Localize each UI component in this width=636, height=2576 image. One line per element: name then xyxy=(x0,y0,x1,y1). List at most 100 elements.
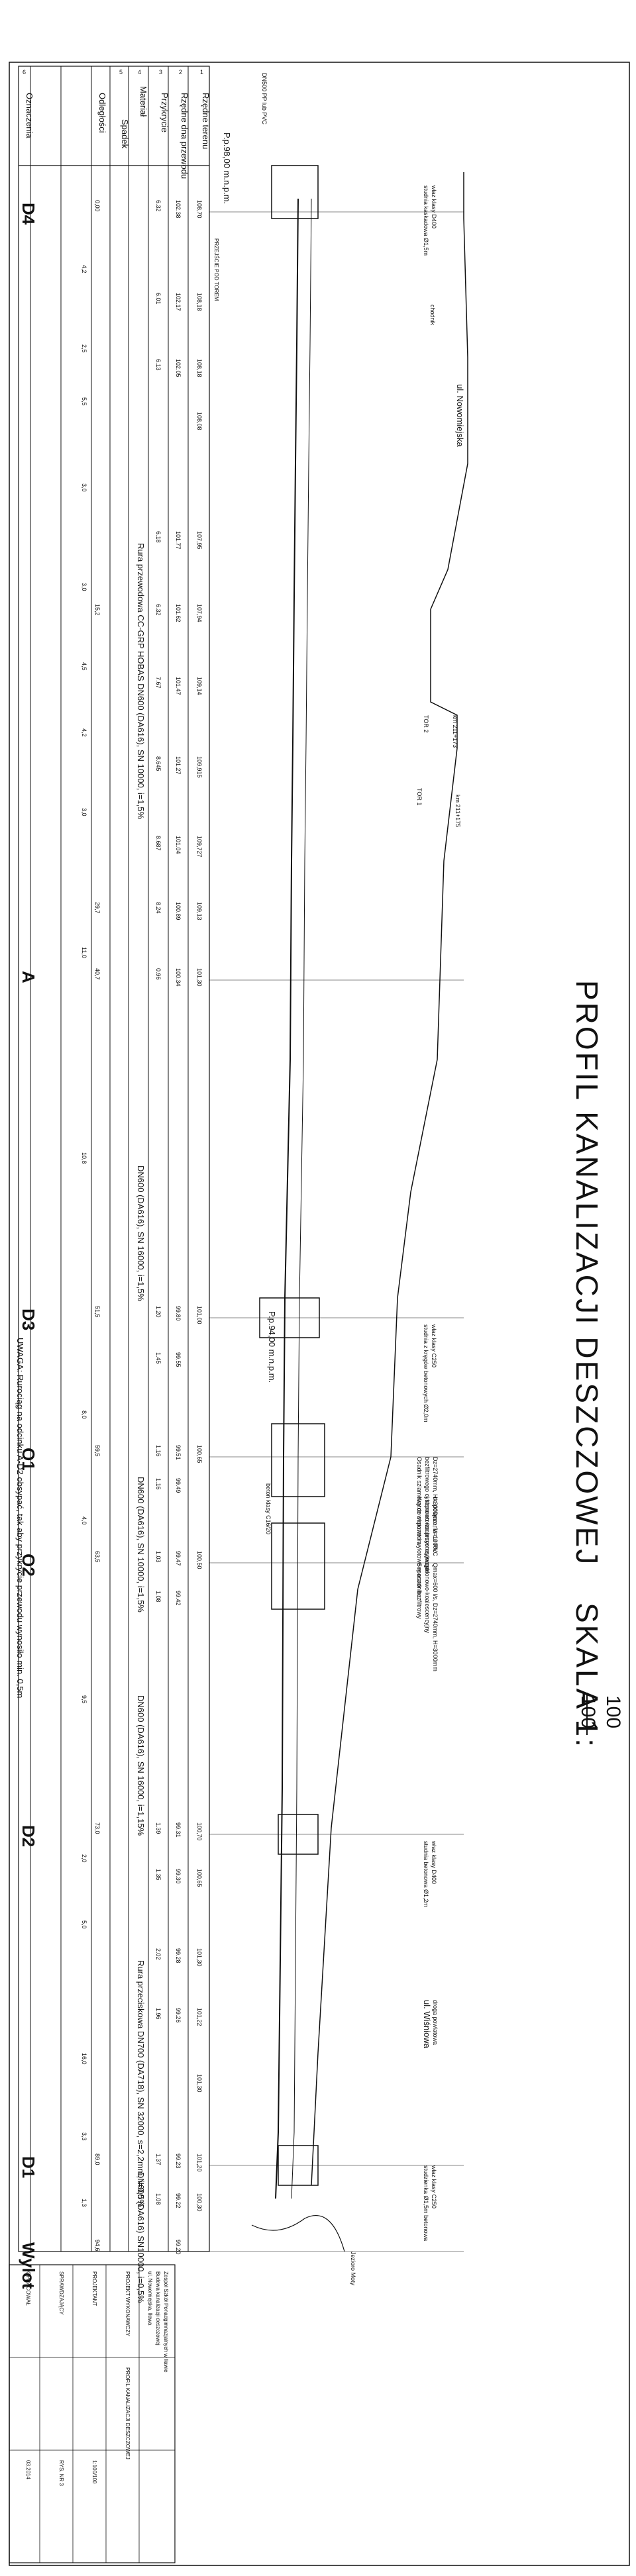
station-cover: 6.32 xyxy=(155,604,162,616)
station-terrain: 109,915 xyxy=(196,756,203,778)
station-pipe: 99.42 xyxy=(175,1591,182,1606)
station-pipe: 101.62 xyxy=(175,604,182,622)
station-cover: 1.08 xyxy=(155,1591,162,1603)
annotation-separator-2: Separator bezfiltrowy xyxy=(416,1563,423,1619)
station-pipe: 99.31 xyxy=(175,1822,182,1838)
station-terrain: 100,30 xyxy=(196,2193,203,2212)
station-terrain: 107,95 xyxy=(196,531,203,550)
length-label: 3,0 xyxy=(81,808,87,817)
station-terrain: 101,20 xyxy=(196,2154,203,2172)
title-group: PROFIL KANALIZACJI DESZCZOWEJ SKALA 1: 1… xyxy=(570,980,624,1749)
station-cover: 1.16 xyxy=(155,1478,162,1490)
station-terrain: 100,70 xyxy=(196,1822,203,1841)
station-dist: 15,2 xyxy=(94,604,101,616)
tb-drawing: PROFIL KANALIZACJI DESZCZOWEJ xyxy=(125,2367,131,2459)
annotation-d1-well-class: właz klasy C250 xyxy=(431,2165,437,2208)
station-dist: 40,7 xyxy=(94,968,101,980)
row-label-marks: Oznaczenia xyxy=(25,93,34,138)
datum-label: P.p.98,00 m.n.p.m. xyxy=(222,132,232,204)
row-number: 6 xyxy=(23,69,26,75)
station-pipe: 101.47 xyxy=(175,677,182,695)
pipe-line xyxy=(275,198,299,2199)
row-number: 5 xyxy=(119,69,123,75)
annotation-d2-well: studnia betonowa Ø1,2m xyxy=(423,1841,429,1907)
station-terrain: 108,70 xyxy=(196,200,203,219)
annotation-street-2b: droga powiatowa xyxy=(432,2000,439,2045)
tb-role-1: PROJEKTANT xyxy=(91,2271,97,2306)
station-mark: O1 xyxy=(19,1448,38,1471)
station-pipe: 100.34 xyxy=(175,968,182,987)
row-labels: 1 2 3 4 5 6 Rzędne terenu Rzędne dna prz… xyxy=(23,69,277,1383)
segment-label: DN600 (DA616), SN 16000, i=1,15% xyxy=(136,1695,146,1836)
station-cover: 1.35 xyxy=(155,1869,162,1881)
row-label-material: Materiał xyxy=(138,86,148,117)
length-label: 4,2 xyxy=(81,728,87,737)
station-terrain: 109,13 xyxy=(196,902,203,920)
length-label: 2,0 xyxy=(81,1854,87,1863)
length-label: 4,5 xyxy=(81,662,87,671)
title-block: Zespół Szkół Ponadgimnazjalnych w Iławie… xyxy=(9,2264,176,2563)
annotation-separator-1c: Dz=2740mm, H=3000mm, V=1000L xyxy=(432,1457,439,1552)
tb-role-3: OPRACOWAŁ xyxy=(25,2271,31,2306)
station-pipe: 102.17 xyxy=(175,293,182,311)
station-dist: 73,0 xyxy=(94,1822,101,1834)
annotation-trench: PRZEJŚCIE POD TOREM xyxy=(213,238,219,301)
drawing-title: PROFIL KANALIZACJI DESZCZOWEJ xyxy=(570,980,604,1566)
annotation-concrete: beton klasy C16/20 xyxy=(265,1483,272,1534)
segment-labels: Rura przewodowa CC-GRP HOBAS DN600 (DA61… xyxy=(136,543,146,2303)
separator-o2 xyxy=(271,1522,325,1610)
annotation-d3-well-class: właz klasy C250 xyxy=(431,1324,437,1367)
tb-project-sub: Budowa kanalizacji deszczowej xyxy=(155,2271,161,2346)
data-table xyxy=(18,66,210,2252)
station-values: 108,70102.386.320,00D4108,18102.176.0110… xyxy=(19,200,203,2289)
station-dist: 63,5 xyxy=(94,1551,101,1563)
row-number: 1 xyxy=(200,69,203,75)
annotation-pvc: DN500 PP lub PVC xyxy=(261,73,268,124)
station-cover: 8.24 xyxy=(155,902,162,914)
station-cover: 1.96 xyxy=(155,2008,162,2020)
row-label-pipe: Rzędne dna przewodu xyxy=(180,93,189,179)
station-terrain: 101,30 xyxy=(196,2074,203,2093)
annotation-krata-3: do połączenia rur PVC xyxy=(432,1497,439,1557)
station-terrain: 101,22 xyxy=(196,2008,203,2026)
station-terrain: 107,94 xyxy=(196,604,203,622)
station-dist: 94,6 xyxy=(94,2240,101,2252)
tb-sheet: RYS. NR 3 xyxy=(58,2460,64,2487)
tb-stage: PROJEKT WYKONAWCZY xyxy=(125,2271,131,2336)
annotation-d4-well-class: właz klasy D400 xyxy=(431,185,437,228)
sheet-frame xyxy=(9,62,630,2566)
segment-label: Rura przeciskowa DN700 (DA718), SN 32000… xyxy=(136,1960,146,2207)
row-label-terrain: Rzędne terenu xyxy=(201,93,211,149)
annotation-street-2: ul. Wiśniowa xyxy=(422,2000,432,2049)
length-label: 11,0 xyxy=(81,947,87,958)
scale-numerator: 100 xyxy=(577,1695,599,1728)
well-d4 xyxy=(271,165,319,219)
station-cover: 6.32 xyxy=(155,200,162,212)
station-terrain: 100,65 xyxy=(196,1445,203,1463)
row-number: 4 xyxy=(138,69,141,75)
datum-label-2: P.p.94,00 m.n.p.m. xyxy=(267,1311,277,1383)
annotation-d4-well: studnia kaskadowa Ø1,5m xyxy=(423,185,429,256)
station-pipe: 99.49 xyxy=(175,1478,182,1493)
station-cover: 2.02 xyxy=(155,1948,162,1960)
station-terrain: 108,08 xyxy=(196,412,203,430)
length-label: 10,8 xyxy=(81,1152,87,1164)
tb-address: ul. Nowomiejska, Iława xyxy=(147,2271,153,2326)
station-pipe: 99.30 xyxy=(175,1869,182,1884)
row-label-spadek: Spadek xyxy=(120,119,130,149)
station-cover: 1.03 xyxy=(155,1551,162,1563)
length-label: 5,0 xyxy=(81,1920,87,1929)
station-cover: 6.18 xyxy=(155,531,162,543)
segment-label: DN600 (DA616) SN10000, i=0,5% xyxy=(136,2172,146,2303)
outlet-slope xyxy=(251,2215,345,2252)
length-label: 3,0 xyxy=(81,483,87,492)
station-terrain: 101,30 xyxy=(196,1948,203,1967)
tb-role-2: SPRAWDZAJĄCY xyxy=(58,2271,64,2315)
station-mark: O2 xyxy=(19,1554,38,1577)
station-dist: 29,7 xyxy=(94,902,101,914)
station-cover: 8.687 xyxy=(155,836,162,851)
station-cover: 6.01 xyxy=(155,293,162,305)
station-mark: D4 xyxy=(19,203,38,225)
annotation-street-1: ul. Nowomiejska xyxy=(455,384,465,447)
